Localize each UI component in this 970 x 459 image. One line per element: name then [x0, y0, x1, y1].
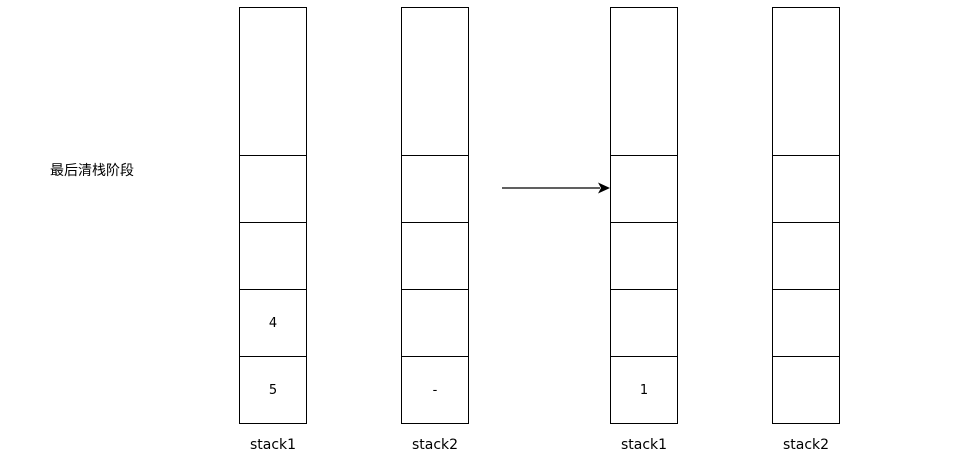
after-stack1-label: stack1 [620, 437, 668, 453]
after-stack2-label: stack2 [782, 437, 830, 453]
stack-cell [773, 289, 839, 356]
stack-cell [773, 222, 839, 289]
stack-cell [773, 8, 839, 155]
stack-cell [402, 289, 468, 356]
before-stack1-label: stack1 [249, 437, 297, 453]
stack-cell [611, 8, 677, 155]
after-stack2 [772, 7, 840, 424]
stack-cell: 1 [611, 356, 677, 423]
before-stack2: - [401, 7, 469, 424]
stack-cell [611, 289, 677, 356]
stage-label: 最后清栈阶段 [50, 163, 134, 179]
transition-arrow-icon [502, 182, 610, 194]
stack-cell [240, 155, 306, 222]
stack-cell [402, 155, 468, 222]
stack-cell [611, 155, 677, 222]
stack-cell [240, 222, 306, 289]
stack-cell: 5 [240, 356, 306, 423]
before-stack2-label: stack2 [411, 437, 459, 453]
stack-cell [611, 222, 677, 289]
stack-cell [773, 356, 839, 423]
after-stack1: 1 [610, 7, 678, 424]
stack-cell [240, 8, 306, 155]
stack-cell: 4 [240, 289, 306, 356]
before-stack1: 4 5 [239, 7, 307, 424]
stack-cell [402, 222, 468, 289]
stack-cell [402, 8, 468, 155]
stack-cell [773, 155, 839, 222]
stack-cell: - [402, 356, 468, 423]
